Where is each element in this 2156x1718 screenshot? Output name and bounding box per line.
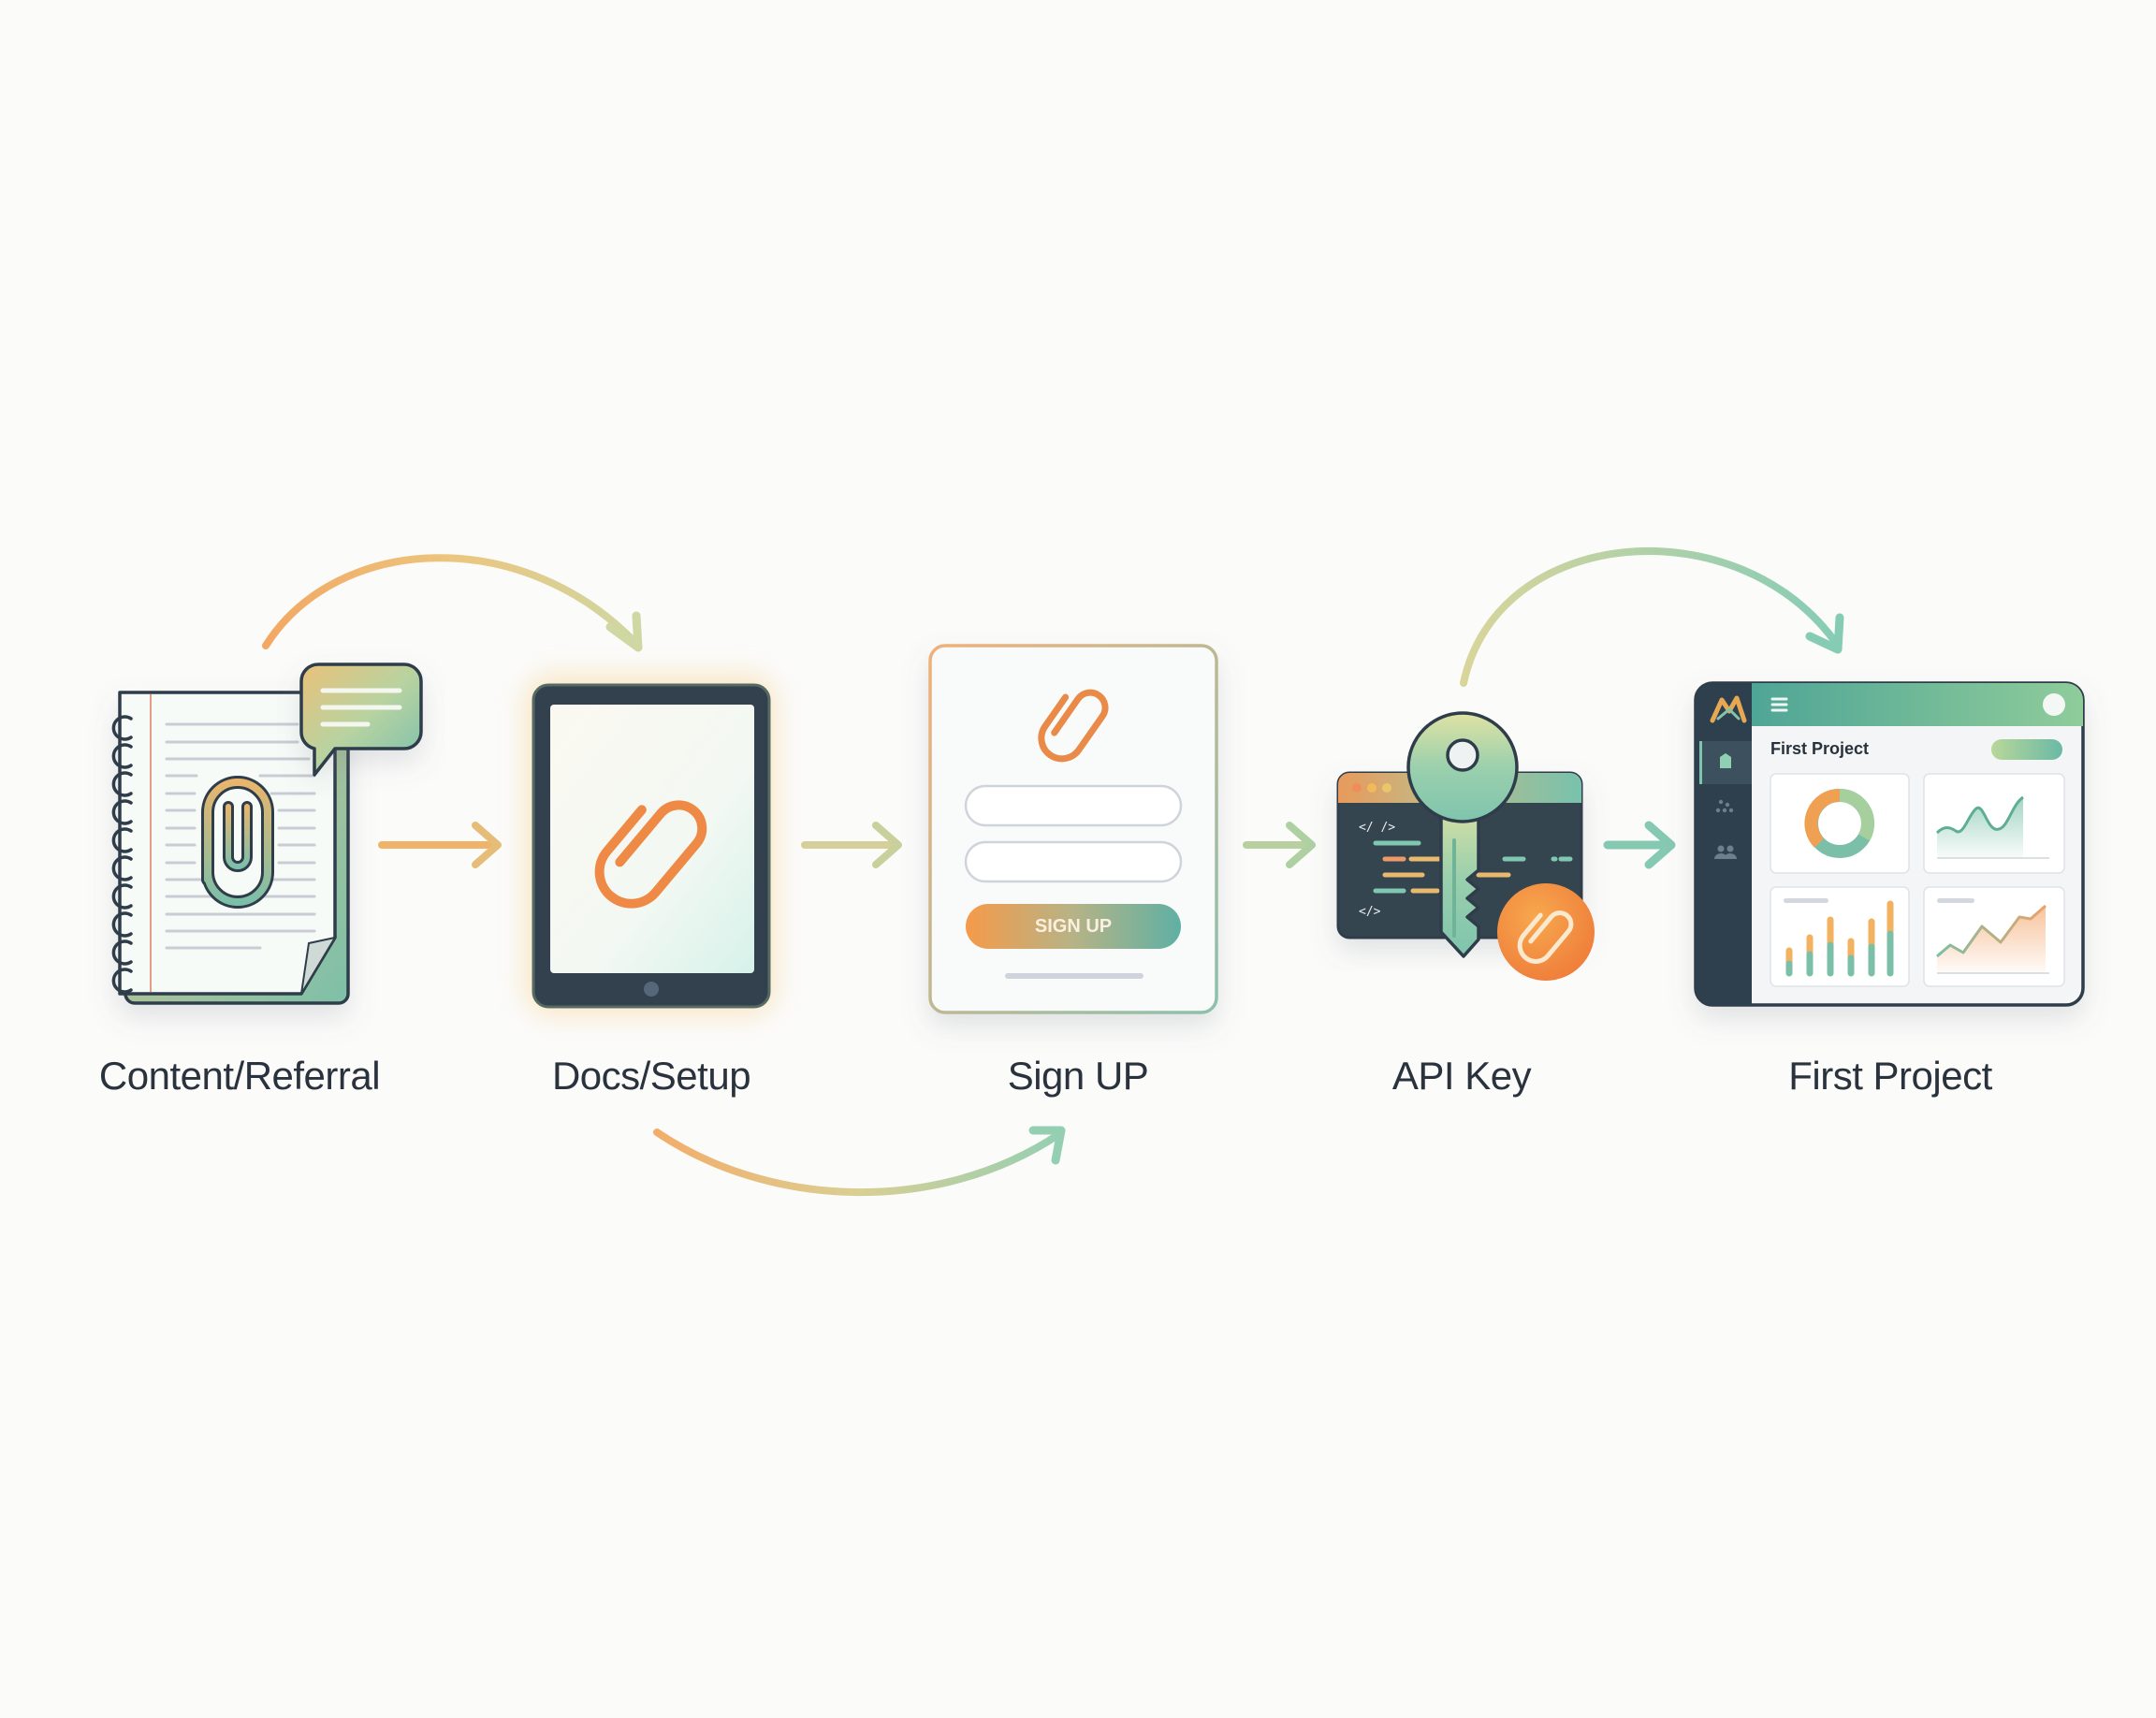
line-chart-widget [1923,886,2065,987]
signup-link-placeholder [1005,973,1144,979]
paperclip-badge-icon [1497,883,1595,981]
straight-arrow-apikey-to-project [1603,821,1676,869]
step-label-sign-up: Sign UP [1007,1054,1149,1098]
key-icon [1406,711,1519,958]
sidebar-item-home[interactable] [1699,741,1752,784]
dashboard-logo-icon [1710,695,1747,723]
signup-field-2[interactable] [964,840,1183,883]
paperclip-icon [1038,689,1109,763]
tablet-icon [524,674,777,1016]
signup-card [928,644,1218,1014]
step-label-api-key: API Key [1391,1054,1532,1098]
curved-arrow-apikey-to-project [1460,547,1844,687]
avatar[interactable] [2043,693,2065,716]
sidebar-item-team[interactable] [1714,845,1737,860]
code-tag-close: </> [1359,905,1381,919]
straight-arrow-signup-to-apikey [1243,822,1316,868]
curved-arrow-content-to-docs [262,554,643,652]
users-icon [1717,845,1725,852]
step-label-first-project: First Project [1788,1054,1992,1098]
step-label-docs-setup: Docs/Setup [551,1054,751,1098]
dashboard-action-pill[interactable] [1991,739,2062,760]
home-icon [1720,753,1731,768]
step-label-content-referral: Content/Referral [98,1054,381,1098]
dashboard-title: First Project [1770,739,1869,758]
area-chart-widget [1923,773,2065,874]
signup-button[interactable] [966,904,1181,949]
straight-arrow-content-to-docs [378,822,502,868]
paperclip-icon [201,776,274,909]
straight-arrow-docs-to-signup [801,822,902,868]
notebook-icon [111,691,350,1005]
signup-field-1[interactable] [964,784,1183,827]
sidebar-item-network[interactable] [1715,799,1734,813]
curved-arrow-docs-to-signup [653,1126,1066,1196]
bar-chart-widget [1770,886,1910,987]
paperclip-icon [594,800,707,909]
hamburger-menu-icon[interactable] [1770,697,1788,712]
network-icon [1718,799,1724,805]
chat-bubble-icon [299,662,423,777]
code-tag-open: </ /> [1359,821,1395,835]
donut-chart-widget [1770,773,1910,874]
